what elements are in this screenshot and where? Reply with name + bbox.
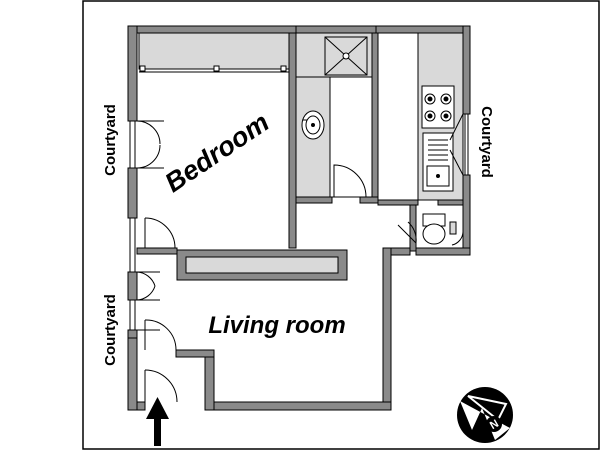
- windows: [129, 114, 469, 330]
- bathroom-door: [333, 164, 367, 198]
- bedroom-wardrobe: [138, 32, 290, 73]
- wc: [397, 213, 464, 246]
- courtyard-label-right: Courtyard: [478, 106, 495, 178]
- compass-icon: N: [457, 387, 513, 443]
- room-label-living-room: Living room: [208, 312, 345, 339]
- cooktop: [421, 85, 455, 129]
- kitchen: [417, 32, 464, 201]
- entry-arrow-icon: [146, 397, 169, 446]
- courtyard-label-left-upper: Courtyard: [102, 104, 119, 176]
- room-label-bedroom: Bedroom: [159, 107, 274, 198]
- wc-door: [397, 221, 417, 244]
- sheet-border: [82, 0, 600, 450]
- doors: [136, 113, 464, 403]
- living-wardrobe: [185, 256, 339, 274]
- bathroom: [295, 32, 373, 198]
- courtyard-label-left-lower: Courtyard: [102, 294, 119, 366]
- toilet-icon: [422, 223, 446, 245]
